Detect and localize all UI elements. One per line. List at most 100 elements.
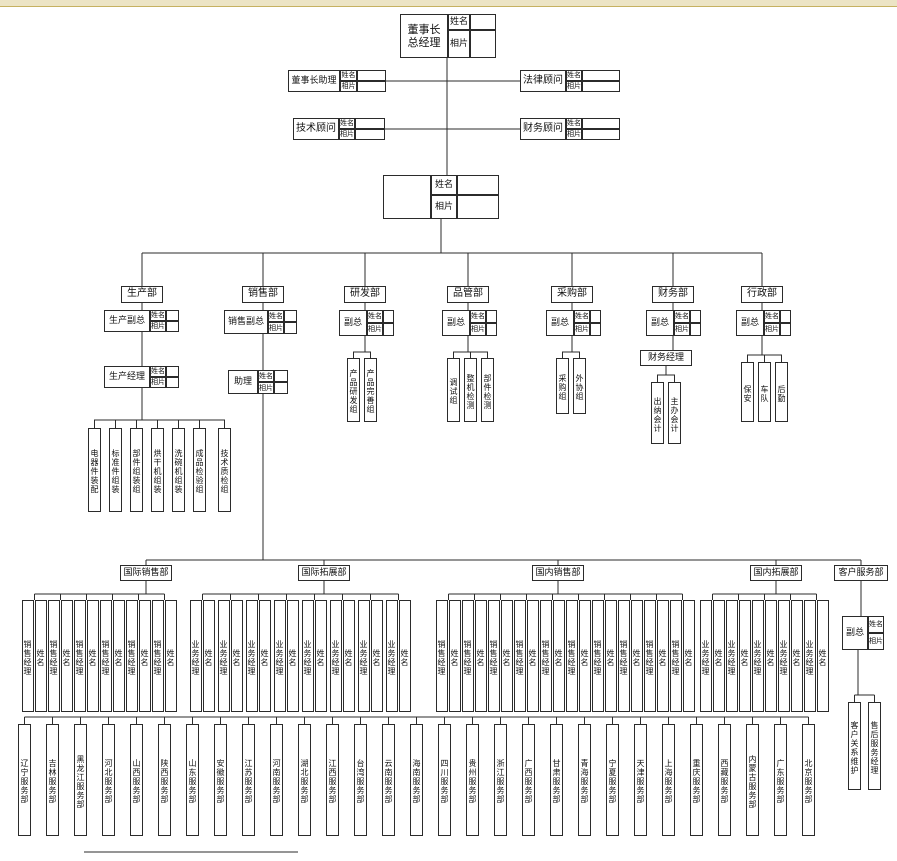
customer-service-team-box: 客户关系维护 bbox=[848, 702, 861, 790]
manager-title-box: 销售经理 bbox=[100, 600, 112, 712]
photo-blank bbox=[355, 129, 385, 140]
manager-name-box: 姓名 bbox=[553, 600, 565, 712]
manager-title-box: 销售经理 bbox=[540, 600, 552, 712]
dept-box-customer-service: 客户服务部 bbox=[834, 565, 888, 581]
manager-title-box: 业务经理 bbox=[778, 600, 790, 712]
tech-advisor-box: 技术顾问 bbox=[293, 118, 339, 140]
production-team-box: 技术质检组 bbox=[218, 428, 231, 512]
chairman-box: 董事长 总经理 bbox=[400, 14, 448, 58]
manager-title-box: 业务经理 bbox=[726, 600, 738, 712]
province-service-box: 台湾服务部 bbox=[354, 724, 367, 836]
name-blank bbox=[582, 70, 620, 81]
manager-title-box: 销售经理 bbox=[74, 600, 86, 712]
photo-blank bbox=[457, 195, 499, 219]
name-blank bbox=[457, 175, 499, 195]
province-service-box: 宁夏服务部 bbox=[606, 724, 619, 836]
photo-label: 相片 bbox=[448, 30, 470, 58]
production-manager-box: 生产经理 bbox=[104, 366, 150, 388]
admin-team-box: 车队 bbox=[758, 362, 771, 422]
photo-blank bbox=[582, 129, 620, 140]
name-label: 姓名 bbox=[566, 118, 582, 129]
photo-blank bbox=[486, 323, 497, 336]
name-label: 姓名 bbox=[150, 366, 166, 377]
photo-blank bbox=[470, 30, 496, 58]
province-service-box: 河南服务部 bbox=[270, 724, 283, 836]
top-accent-band bbox=[0, 0, 897, 7]
manager-name-box: 姓名 bbox=[165, 600, 177, 712]
rnd-team-box: 产品完善组 bbox=[364, 358, 377, 422]
manager-title-box: 销售经理 bbox=[126, 600, 138, 712]
photo-blank bbox=[590, 323, 601, 336]
dept-box-domestic-sales: 国内销售部 bbox=[532, 565, 584, 581]
production-team-box: 洗碗机组装 bbox=[172, 428, 185, 512]
name-blank bbox=[166, 310, 179, 321]
photo-label: 相片 bbox=[674, 323, 690, 336]
manager-name-box: 姓名 bbox=[631, 600, 643, 712]
province-service-box: 甘肃服务部 bbox=[550, 724, 563, 836]
manager-name-box: 姓名 bbox=[87, 600, 99, 712]
name-blank bbox=[590, 310, 601, 323]
dept-box-qc: 品管部 bbox=[447, 286, 489, 303]
province-service-box: 陕西服务部 bbox=[158, 724, 171, 836]
manager-name-box: 姓名 bbox=[343, 600, 355, 712]
photo-blank bbox=[274, 382, 288, 394]
manager-name-box: 姓名 bbox=[231, 600, 243, 712]
name-blank bbox=[780, 310, 791, 323]
province-service-box: 浙江服务部 bbox=[494, 724, 507, 836]
name-blank bbox=[274, 370, 288, 382]
manager-title-box: 销售经理 bbox=[566, 600, 578, 712]
qc-team-box: 整机检测 bbox=[464, 358, 477, 422]
manager-title-box: 业务经理 bbox=[386, 600, 398, 712]
customer-service-vp-box: 副总 bbox=[842, 616, 868, 650]
manager-name-box: 姓名 bbox=[113, 600, 125, 712]
province-service-box: 西藏服务部 bbox=[718, 724, 731, 836]
dept-box-rnd: 研发部 bbox=[344, 286, 386, 303]
photo-blank bbox=[357, 81, 386, 92]
manager-title-box: 销售经理 bbox=[644, 600, 656, 712]
admin-vp-box: 副总 bbox=[736, 310, 764, 336]
province-service-box: 江西服务部 bbox=[326, 724, 339, 836]
qc-team-box: 调试组 bbox=[447, 358, 460, 422]
production-team-box: 部件组装组 bbox=[130, 428, 143, 512]
photo-label: 相片 bbox=[764, 323, 780, 336]
name-label: 姓名 bbox=[340, 70, 357, 81]
manager-name-box: 姓名 bbox=[449, 600, 461, 712]
dept-box-production: 生产部 bbox=[121, 286, 163, 303]
manager-title-box: 业务经理 bbox=[218, 600, 230, 712]
finance-advisor-box: 财务顾问 bbox=[520, 118, 566, 140]
name-blank bbox=[383, 310, 394, 323]
manager-title-box: 业务经理 bbox=[274, 600, 286, 712]
province-service-box: 黑龙江服务部 bbox=[74, 724, 87, 836]
admin-team-box: 后勤 bbox=[775, 362, 788, 422]
province-service-box: 江苏服务部 bbox=[242, 724, 255, 836]
photo-blank bbox=[582, 81, 620, 92]
purchasing-team-box: 采购组 bbox=[556, 358, 569, 414]
qc-team-box: 部件检测 bbox=[481, 358, 494, 422]
province-service-box: 吉林服务部 bbox=[46, 724, 59, 836]
purchasing-vp-box: 副总 bbox=[546, 310, 574, 336]
province-service-box: 山东服务部 bbox=[186, 724, 199, 836]
customer-service-team-box: 售后服务经理 bbox=[868, 702, 881, 790]
production-team-box: 烘干机组装 bbox=[151, 428, 164, 512]
name-label: 姓名 bbox=[448, 14, 470, 30]
manager-name-box: 姓名 bbox=[527, 600, 539, 712]
manager-name-box: 姓名 bbox=[371, 600, 383, 712]
name-label: 姓名 bbox=[764, 310, 780, 323]
manager-title-box: 销售经理 bbox=[514, 600, 526, 712]
province-service-box: 山西服务部 bbox=[130, 724, 143, 836]
province-service-box: 天津服务部 bbox=[634, 724, 647, 836]
photo-blank bbox=[780, 323, 791, 336]
photo-blank bbox=[166, 377, 179, 388]
rnd-team-box: 产品研发组 bbox=[347, 358, 360, 422]
province-service-box: 广西服务部 bbox=[522, 724, 535, 836]
manager-title-box: 业务经理 bbox=[752, 600, 764, 712]
photo-label: 相片 bbox=[339, 129, 355, 140]
legal-advisor-box: 法律顾问 bbox=[520, 70, 566, 92]
manager-title-box: 销售经理 bbox=[48, 600, 60, 712]
photo-label: 相片 bbox=[431, 195, 457, 219]
photo-label: 相片 bbox=[340, 81, 357, 92]
province-service-box: 贵州服务部 bbox=[466, 724, 479, 836]
name-label: 姓名 bbox=[431, 175, 457, 195]
province-service-box: 安徽服务部 bbox=[214, 724, 227, 836]
manager-title-box: 销售经理 bbox=[488, 600, 500, 712]
